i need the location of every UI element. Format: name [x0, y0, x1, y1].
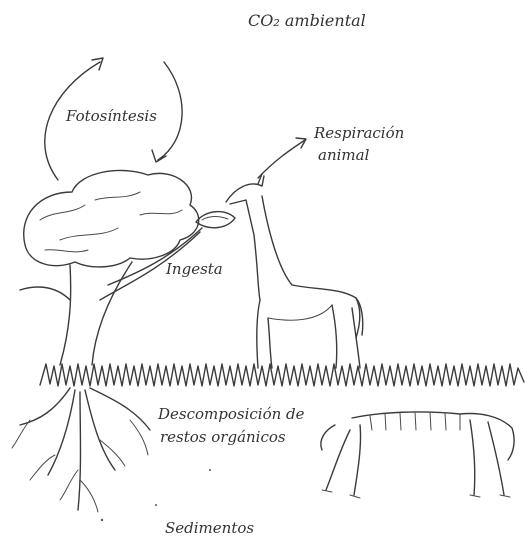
ingestion-label: Ingesta [166, 260, 223, 278]
decomposition-label-line2: restos orgánicos [160, 428, 286, 446]
giraffe [226, 174, 363, 368]
decomposition-label-line1: Descomposición de [158, 405, 305, 423]
roots [12, 388, 150, 512]
co2-label: CO₂ ambiental [248, 12, 366, 30]
respiration-label-line2: animal [318, 146, 369, 164]
animal-skeleton [321, 412, 514, 498]
respiration-label-line1: Respiración [314, 124, 404, 142]
photosynthesis-label: Fotosíntesis [66, 107, 157, 125]
ground-grass [40, 364, 524, 386]
soil-dots [101, 469, 211, 521]
sediments-label: Sedimentos [165, 519, 254, 537]
respiration-arrow [258, 138, 306, 178]
